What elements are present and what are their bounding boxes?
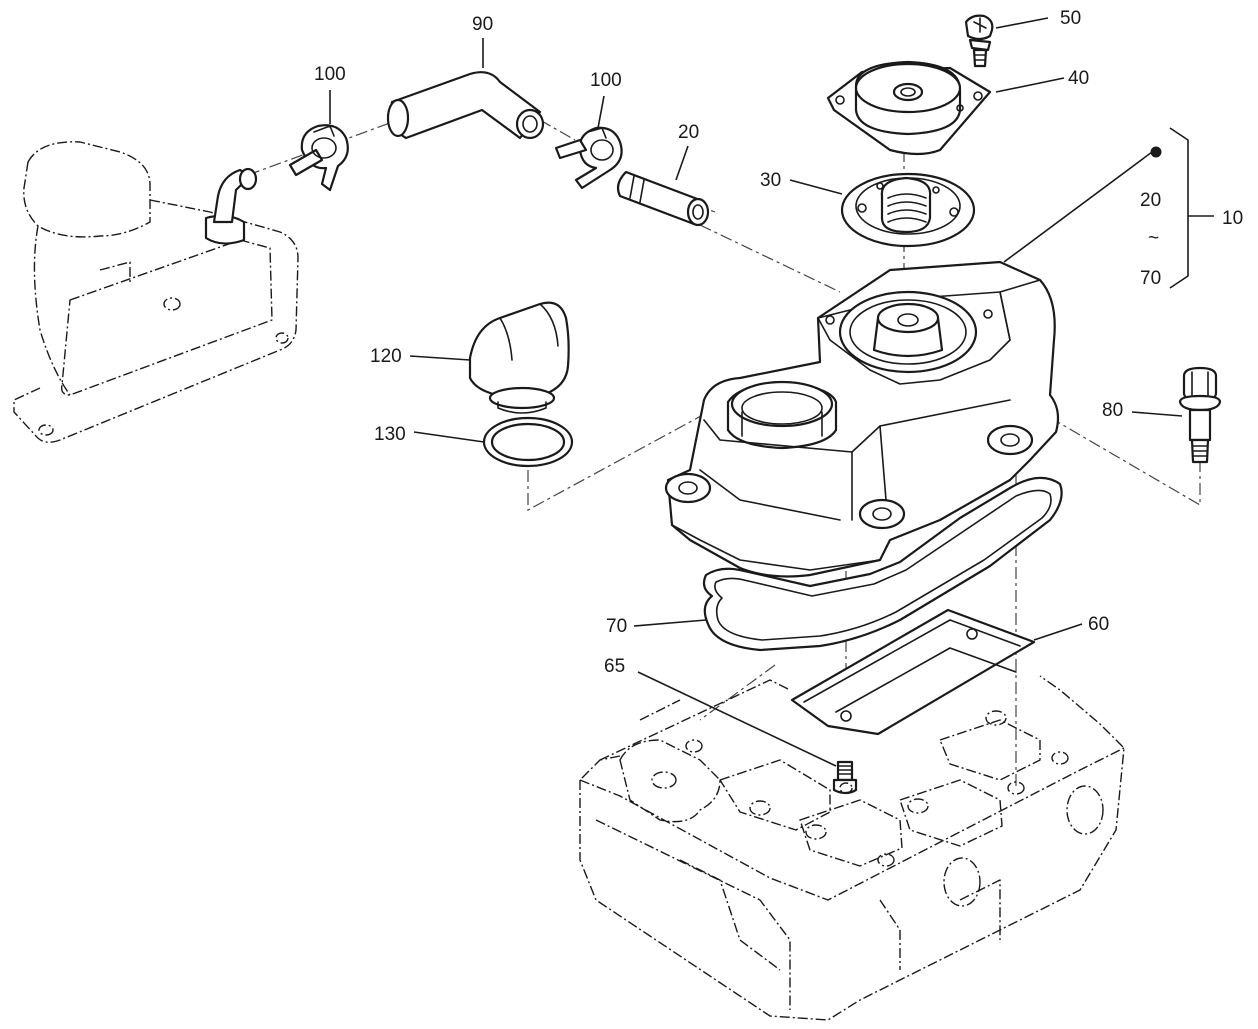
callout-120: 120 — [370, 346, 402, 367]
callout-20-pipe: 20 — [678, 122, 699, 143]
callout-70-gasket: 70 — [606, 616, 627, 637]
part-70-cover-gasket — [702, 476, 1063, 652]
assembly-marker-dot — [1150, 146, 1162, 158]
rocker-cover-body — [664, 260, 1060, 578]
callout-90: 90 — [472, 14, 493, 35]
callout-65: 65 — [604, 656, 625, 677]
part-120-filler-cap — [468, 301, 570, 414]
callout-50: 50 — [1060, 8, 1081, 29]
callout-100-right: 100 — [590, 70, 622, 91]
part-90-hose — [386, 71, 545, 140]
part-60-baffle-plate — [790, 608, 1036, 736]
callout-20-range-start: 20 — [1140, 190, 1161, 211]
part-100-hose-clip-left — [288, 124, 349, 192]
thermostat-housing-outline — [13, 141, 299, 443]
callout-100-left: 100 — [314, 64, 346, 85]
part-30-diaphragm-valve — [840, 172, 976, 248]
part-65-stud — [832, 760, 858, 795]
callout-130: 130 — [374, 424, 406, 445]
callout-80: 80 — [1102, 400, 1123, 421]
part-130-o-ring — [482, 416, 574, 468]
callout-40: 40 — [1068, 68, 1089, 89]
callout-30: 30 — [760, 170, 781, 191]
part-100-hose-clip-right — [554, 126, 623, 190]
part-40-cover-plate — [826, 60, 992, 156]
callout-60: 60 — [1088, 614, 1109, 635]
part-80-flange-bolt — [1178, 366, 1222, 464]
callout-10: 10 — [1222, 208, 1243, 229]
callout-labels: 90 100 100 20 50 40 30 20 ~ 70 10 120 13… — [314, 8, 1243, 677]
part-50-bolt — [964, 14, 994, 68]
part-20-pipe — [616, 170, 710, 227]
callout-leader-lines — [329, 17, 1214, 767]
callout-70-range-end: 70 — [1140, 268, 1161, 289]
cylinder-head-outline — [579, 675, 1125, 1021]
callout-range-tilde: ~ — [1148, 228, 1159, 249]
